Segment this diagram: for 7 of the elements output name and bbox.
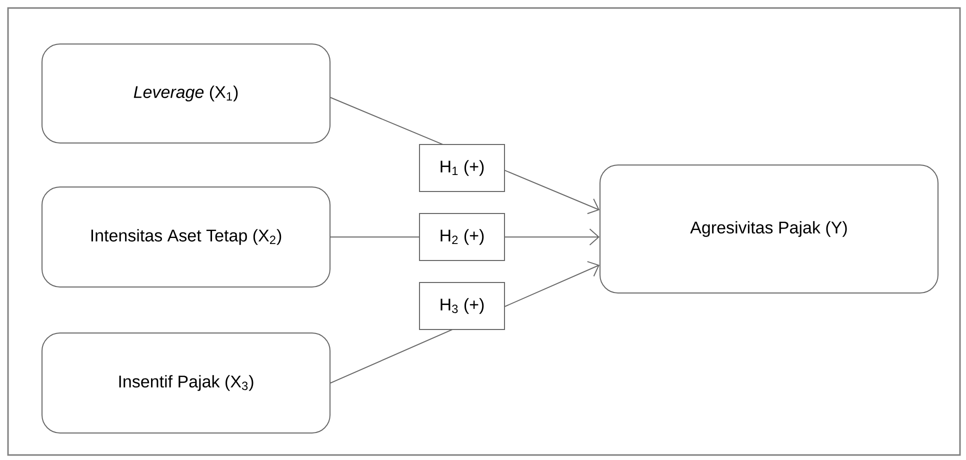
process-box: Insentif Pajak (X$_{3}$)	[42, 332, 330, 434]
process-box: Intensitas Aset Tetap (X$_{2}$)	[42, 186, 330, 288]
edge-label: H$_{1}$ (+)	[419, 144, 505, 192]
edge-label: H$_{3}$ (+)	[419, 282, 505, 330]
process-box: Agresivitas Pajak (Y)	[600, 164, 938, 294]
edge-label: H$_{2}$ (+)	[419, 213, 505, 261]
process-box: Leverage (X$_{1}$)	[42, 44, 330, 144]
